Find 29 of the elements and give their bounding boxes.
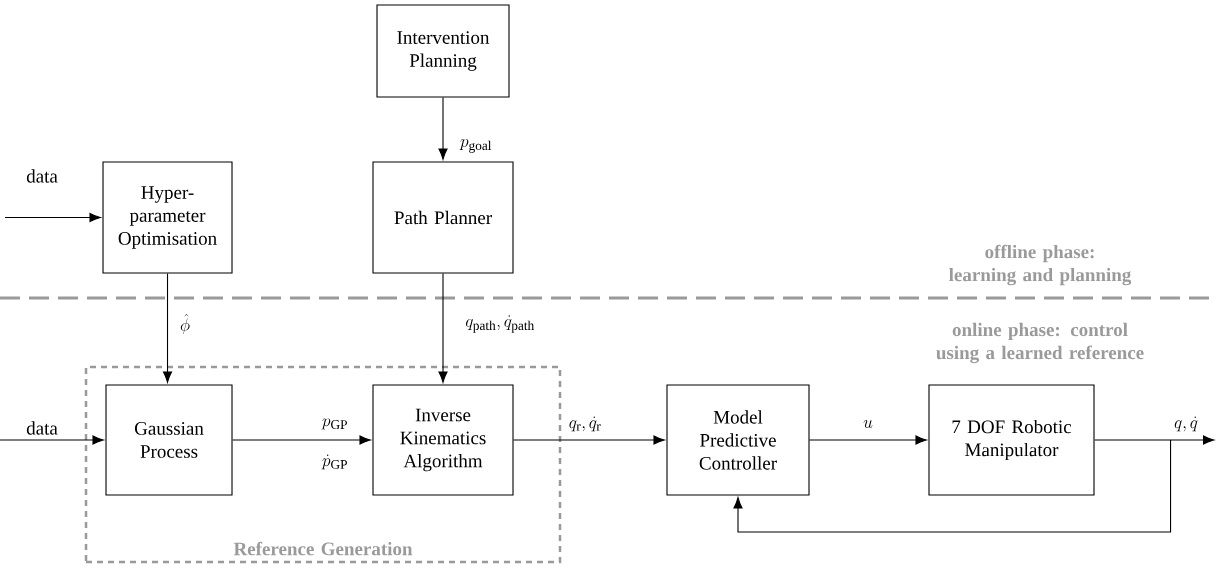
process-box: Path Planner	[372, 161, 514, 274]
arrow	[1094, 435, 1215, 445]
process-box: Model Predictive Controller	[666, 384, 810, 496]
edge-label: $q, \dot{q}$	[1174, 416, 1198, 432]
arrow	[162, 273, 173, 383]
arrow	[809, 435, 927, 445]
process-box: Intervention Planning	[376, 4, 510, 98]
edge-label: $q_{\mathrm{path}}, \dot{q}_{\mathrm{path}}$	[466, 315, 535, 333]
arrow	[232, 435, 371, 445]
edge-label: $p_{\mathrm{goal}}$	[459, 139, 492, 153]
arrow	[438, 273, 448, 383]
edge-label: $p_{\mathrm{GP}}$	[321, 418, 347, 430]
edge-label: $u$	[863, 420, 873, 428]
phase-label: offline phase: learning and planning	[949, 244, 1132, 286]
signal-label: $\dot{p}_{\mathrm{GP}}$	[321, 454, 347, 470]
arrow	[0, 435, 104, 445]
process-box: Inverse Kinematics Algorithm	[372, 384, 514, 496]
process-box: Hyper-parameter Optimisation	[102, 161, 233, 274]
edge-label: $\hat{\phi}$	[180, 314, 190, 335]
edge-label: data	[26, 421, 58, 435]
arrow	[513, 435, 665, 445]
phase-label: online phase: control using a learned reference	[936, 322, 1144, 364]
edge-label: data	[26, 169, 58, 183]
arrow	[733, 439, 1172, 533]
arrow	[438, 97, 448, 160]
process-box: 7 DOF Robotic Manipulator	[928, 384, 1095, 496]
edge-label: $q_{\mathrm{r}}, \dot{q}_{\mathrm{r}}$	[569, 416, 601, 432]
arrow	[4, 212, 101, 223]
process-box: Gaussian Process	[105, 384, 233, 496]
